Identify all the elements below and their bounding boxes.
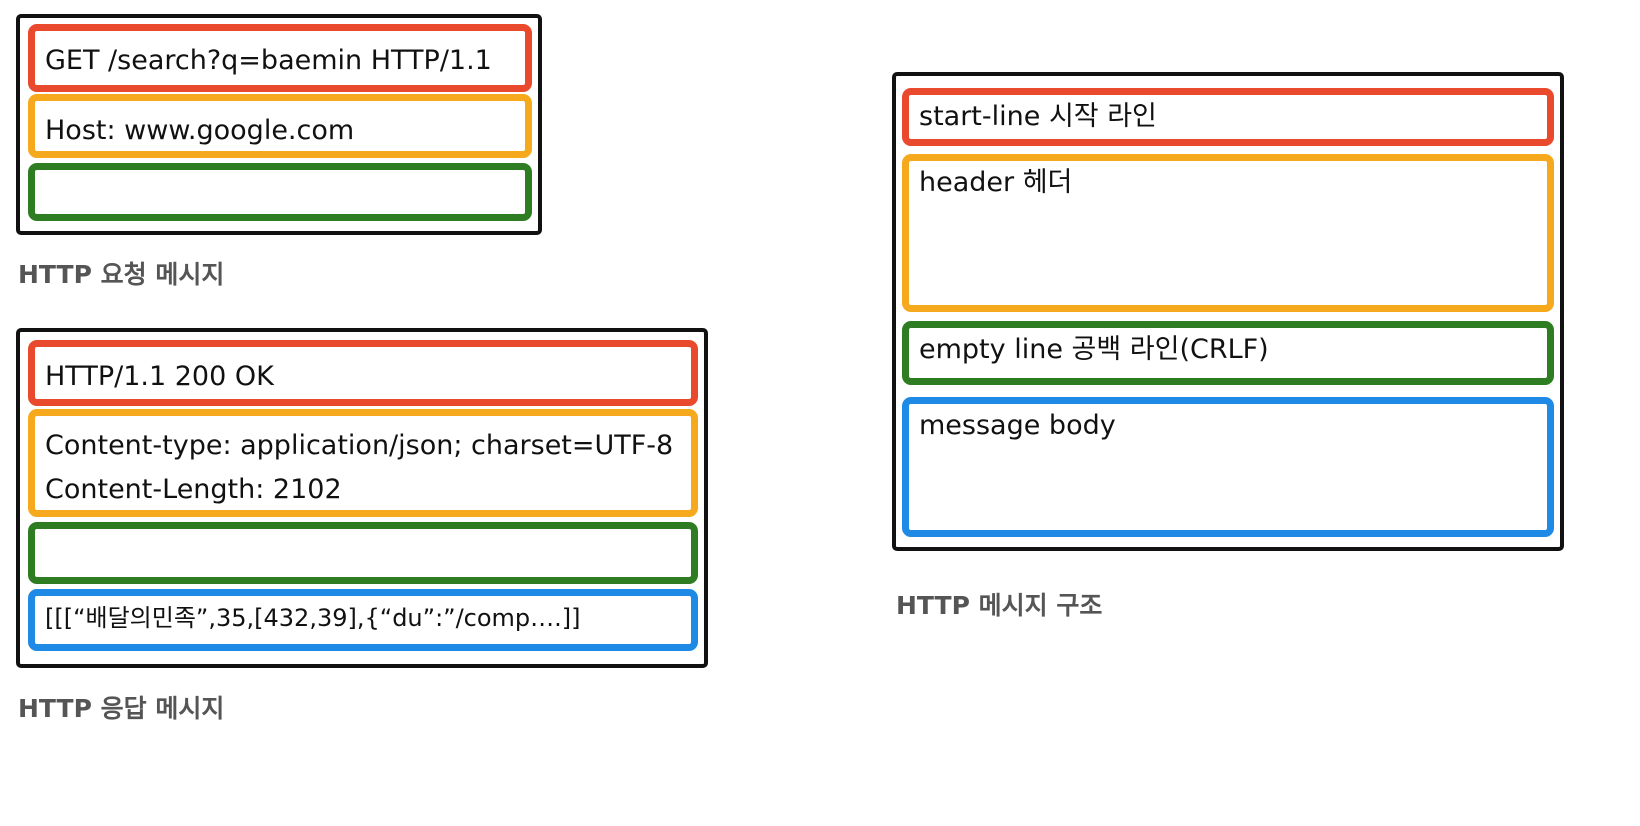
response-header-line-2: Content-Length: 2102 — [45, 474, 342, 505]
structure-body-text: message body — [919, 410, 1116, 441]
response-caption: HTTP 응답 메시지 — [18, 694, 225, 723]
structure-body: message body — [902, 397, 1554, 537]
structure-caption: HTTP 메시지 구조 — [896, 591, 1103, 620]
structure-header-text: header 헤더 — [919, 167, 1073, 198]
request-start-line: GET /search?q=baemin HTTP/1.1 — [28, 24, 532, 92]
structure-frame: start-line 시작 라인 header 헤더 empty line 공백… — [892, 72, 1564, 551]
structure-empty-line-text: empty line 공백 라인(CRLF) — [919, 334, 1269, 365]
response-header: Content-type: application/json; charset=… — [28, 409, 698, 517]
request-header: Host: www.google.com — [28, 94, 532, 158]
structure-header: header 헤더 — [902, 154, 1554, 312]
response-body-text: [[[“배달의민족”,35,[432,39],{“du”:”/comp….]] — [45, 604, 581, 632]
response-start-line-text: HTTP/1.1 200 OK — [45, 361, 274, 392]
response-empty-line — [28, 522, 698, 584]
response-start-line: HTTP/1.1 200 OK — [28, 340, 698, 406]
request-caption: HTTP 요청 메시지 — [18, 260, 225, 289]
response-body: [[[“배달의민족”,35,[432,39],{“du”:”/comp….]] — [28, 589, 698, 651]
structure-empty-line: empty line 공백 라인(CRLF) — [902, 321, 1554, 385]
structure-start-line: start-line 시작 라인 — [902, 88, 1554, 146]
request-message-frame: GET /search?q=baemin HTTP/1.1 Host: www.… — [16, 14, 542, 235]
request-start-line-text: GET /search?q=baemin HTTP/1.1 — [45, 45, 492, 76]
response-header-line-1: Content-type: application/json; charset=… — [45, 430, 674, 461]
structure-start-line-text: start-line 시작 라인 — [919, 101, 1157, 132]
request-header-text: Host: www.google.com — [45, 115, 355, 146]
response-message-frame: HTTP/1.1 200 OK Content-type: applicatio… — [16, 328, 708, 668]
request-empty-line — [28, 163, 532, 221]
